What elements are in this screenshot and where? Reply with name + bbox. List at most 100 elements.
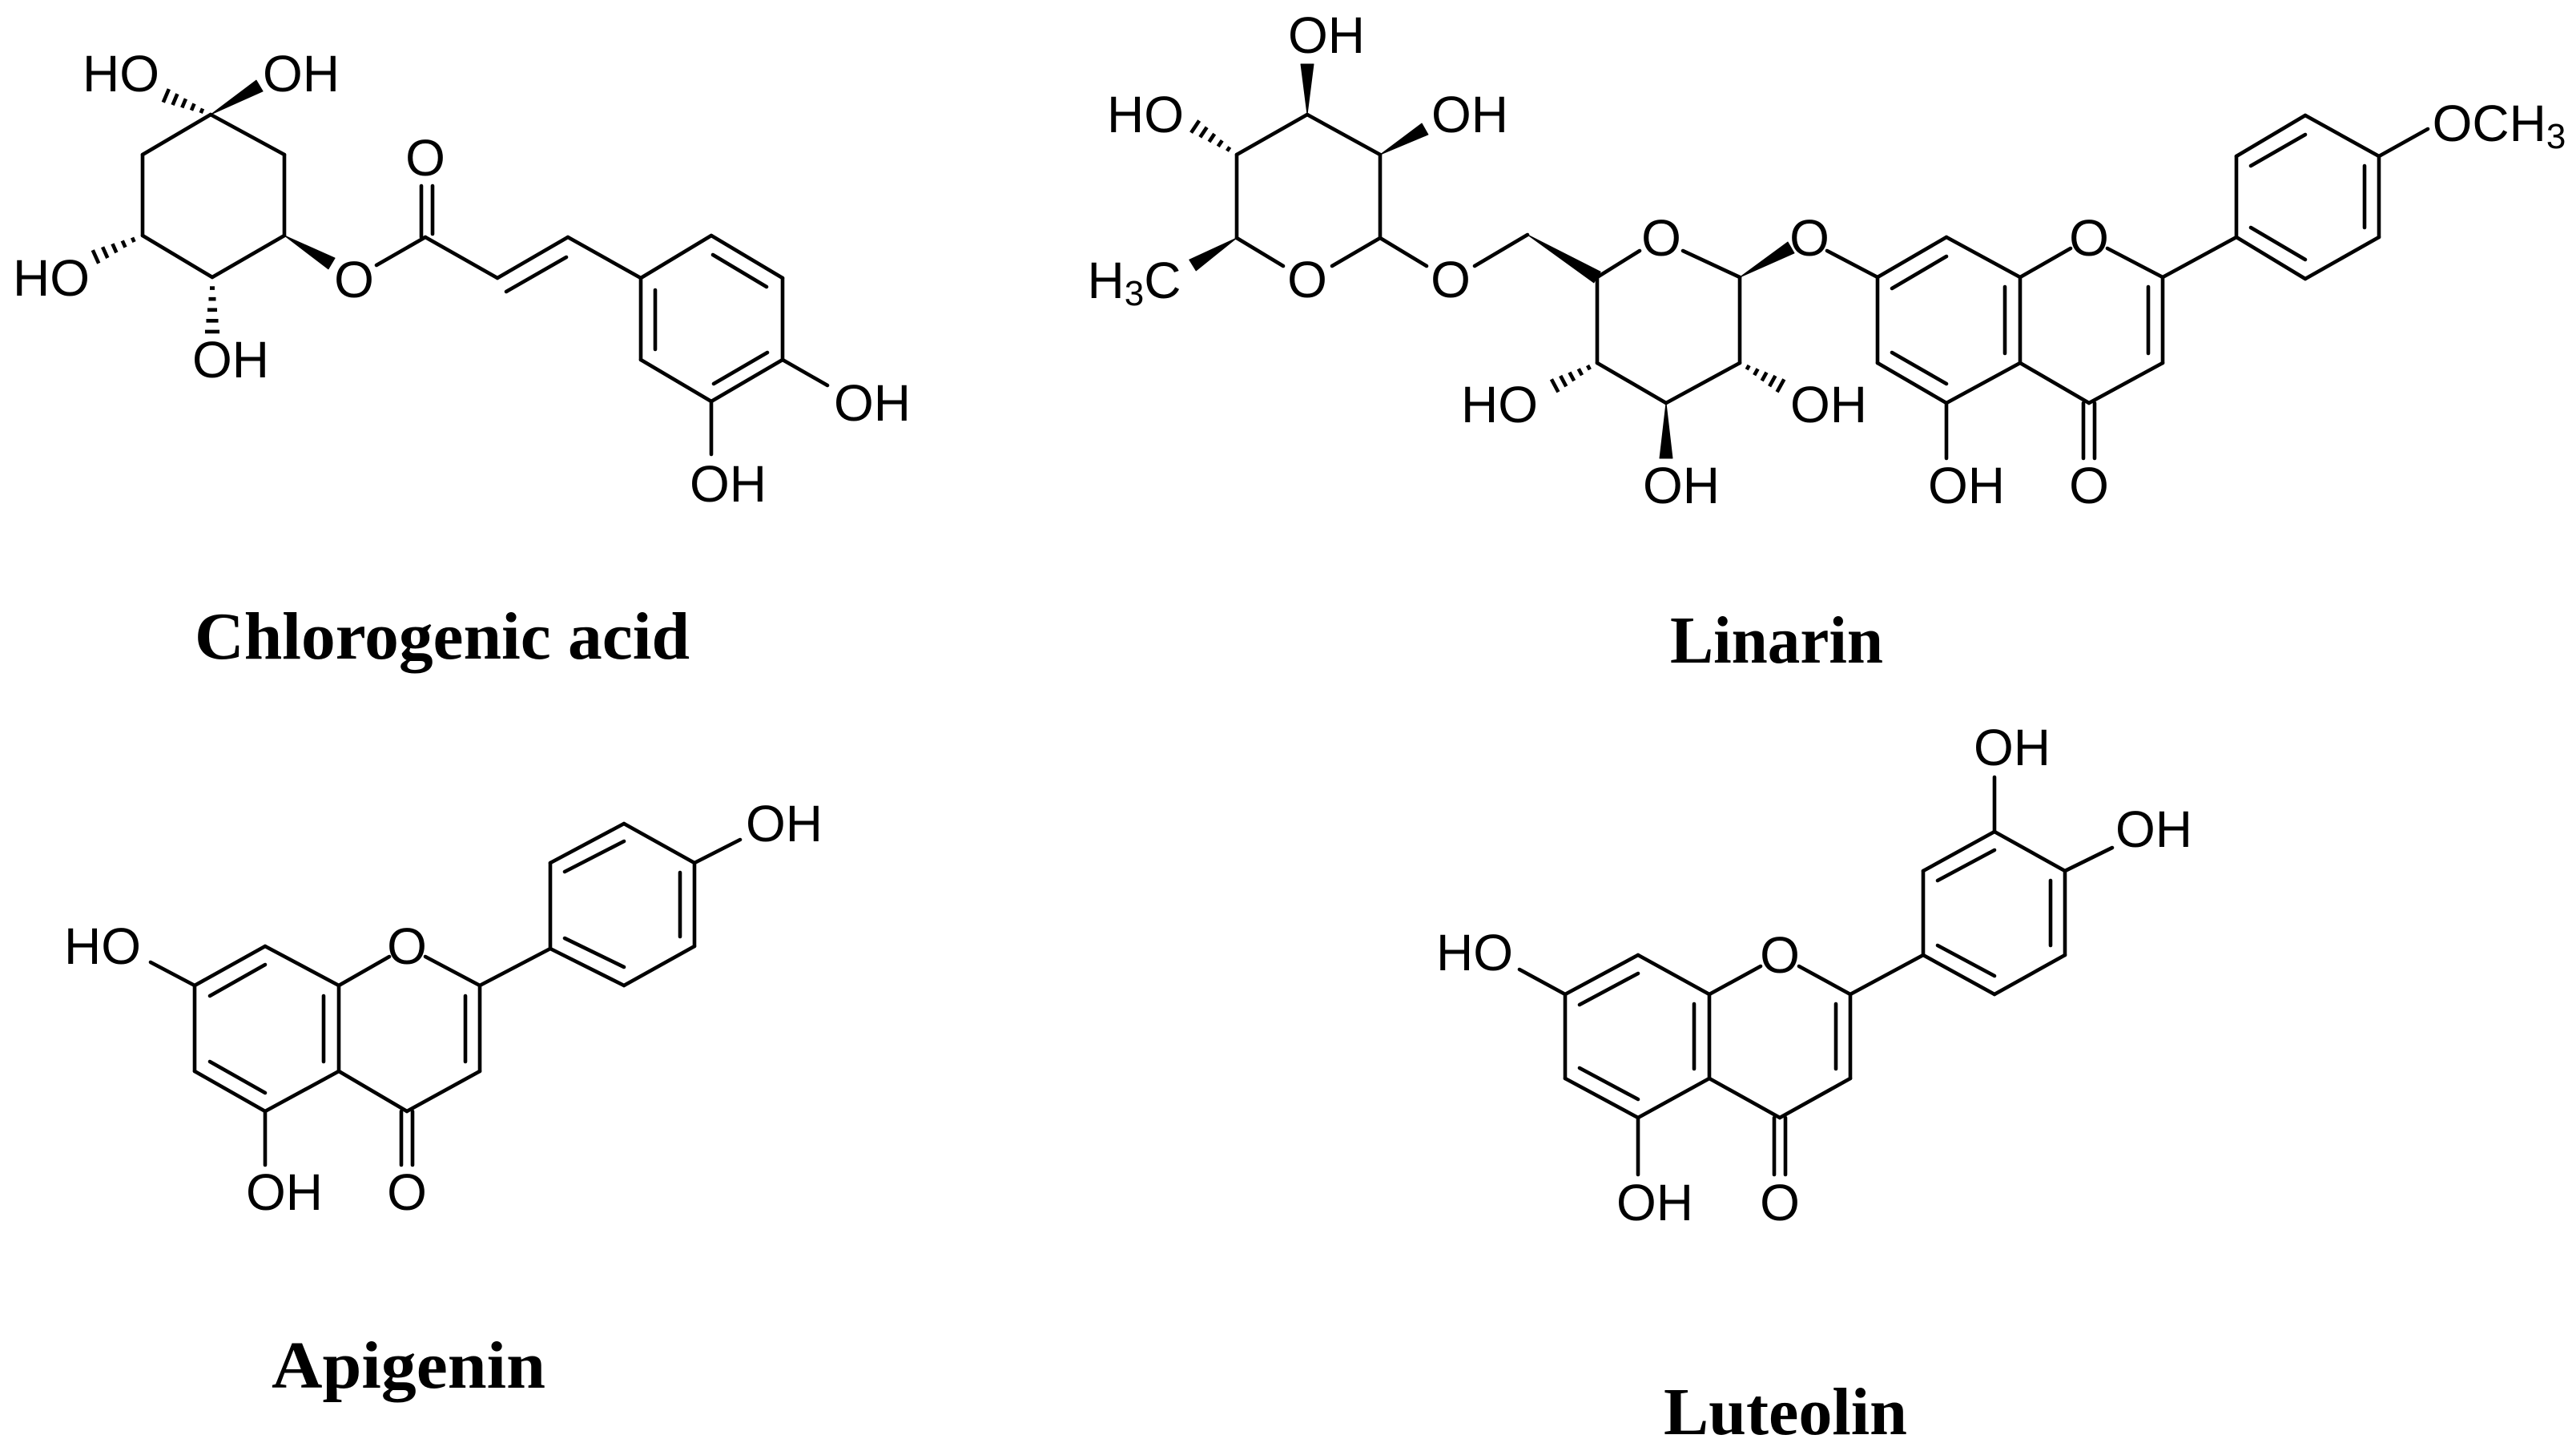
bond-line	[548, 821, 626, 865]
hash-bond-segment	[1585, 364, 1592, 371]
bond-line	[2248, 225, 2308, 262]
bond-line	[2303, 113, 2381, 159]
bond-line	[1890, 350, 1949, 386]
bond-line	[2160, 235, 2239, 280]
hash-bond-segment	[171, 93, 179, 106]
bond-line	[192, 944, 268, 988]
bond-line	[1890, 254, 1949, 291]
bond-line	[1636, 953, 1712, 997]
bond-line	[1664, 361, 1742, 405]
bond-line	[2303, 235, 2381, 281]
atom-label: OCH3	[2433, 95, 2566, 156]
atom-label: OH	[1974, 719, 2051, 776]
bond-line	[336, 1069, 409, 1114]
wedge-bond	[1379, 123, 1429, 155]
hash-bond-segment	[111, 243, 119, 254]
atom-label: HO	[1107, 86, 1184, 143]
hash-bond-segment	[1189, 119, 1201, 134]
bond-line	[638, 357, 714, 404]
bond-line	[1680, 248, 1742, 280]
bond-line	[1875, 235, 1949, 280]
hash-bond-segment	[180, 98, 188, 109]
atom-label: O	[405, 129, 445, 187]
bond-line	[622, 821, 697, 865]
bond-line	[1563, 1076, 1640, 1120]
bond-line	[2018, 246, 2073, 280]
bond-line	[1921, 953, 1997, 997]
bond-line	[263, 944, 341, 988]
atom-label: OH	[192, 331, 269, 389]
bond-line	[1234, 112, 1310, 157]
hash-bond-segment	[199, 107, 205, 114]
bond-line	[1944, 235, 2023, 280]
bond-line	[1935, 848, 1997, 883]
bond-line	[208, 112, 287, 157]
atom-label: O	[1431, 251, 1471, 308]
caption-apigenin: Apigenin	[272, 1328, 545, 1403]
bond-line	[1595, 248, 1642, 280]
atom-label: O	[1287, 251, 1327, 308]
hash-bond-segment	[1226, 146, 1232, 152]
atom-label: H3C	[1088, 252, 1181, 313]
hash-bond-segment	[130, 236, 136, 243]
bond-line	[423, 954, 482, 988]
atom-label: OH	[1616, 1174, 1693, 1231]
wedge-bond	[1739, 241, 1795, 278]
hash-bond-segment	[1760, 371, 1769, 382]
atom-label: O	[1760, 1174, 1800, 1231]
atom-label: OH	[2115, 800, 2192, 858]
bond-line	[2377, 127, 2430, 159]
wedge-bond	[1300, 63, 1314, 115]
bond-line	[1944, 361, 2023, 405]
bond-line	[1707, 1076, 1782, 1120]
atom-label: OH	[1928, 457, 2005, 514]
bond-line	[140, 233, 215, 280]
bond-line	[207, 962, 268, 998]
bond-line	[207, 1059, 268, 1095]
caption-linarin: Linarin	[1670, 603, 1883, 678]
bond-line	[780, 357, 830, 388]
atom-label: OH	[1431, 86, 1508, 143]
hash-bond-segment	[120, 240, 127, 248]
bond-line	[1577, 1066, 1640, 1102]
caption-chlorogenic-acid: Chlorogenic acid	[195, 599, 690, 674]
bond-line	[709, 233, 785, 280]
bond-line	[2234, 235, 2308, 281]
atom-label: OH	[1643, 457, 1720, 514]
bond-line	[638, 233, 714, 280]
atom-label: OH	[746, 795, 823, 852]
bond-line	[423, 235, 500, 280]
bond-line	[495, 235, 570, 280]
hash-bond-segment	[1559, 374, 1568, 388]
hash-bond-segment	[1549, 378, 1560, 393]
wedge-bond	[210, 79, 264, 115]
bond-line	[477, 946, 553, 988]
bond-line	[374, 235, 428, 268]
atom-label: HO	[83, 45, 159, 103]
hash-bond-segment	[161, 88, 171, 103]
hash-bond-segment	[1775, 378, 1786, 393]
hash-bond-segment	[1198, 126, 1209, 139]
atom-label: O	[387, 1163, 427, 1221]
atom-label: OH	[834, 374, 911, 432]
bond-line	[1595, 361, 1668, 405]
bond-line	[2063, 845, 2115, 873]
bond-line	[2105, 246, 2165, 280]
hash-bond-segment	[1207, 132, 1217, 143]
bond-line	[1378, 236, 1429, 268]
atom-label: O	[387, 917, 427, 975]
bond-line	[562, 839, 626, 874]
bond-line	[1517, 967, 1568, 997]
bond-line	[405, 1069, 482, 1114]
hash-bond-segment	[1216, 139, 1224, 148]
bond-line	[263, 1069, 341, 1114]
bond-line	[192, 1069, 268, 1114]
bond-line	[504, 255, 569, 294]
bond-line	[711, 350, 770, 386]
atom-label: OH	[263, 45, 340, 103]
bond-line	[1992, 829, 2067, 873]
atom-label: O	[1760, 926, 1800, 984]
